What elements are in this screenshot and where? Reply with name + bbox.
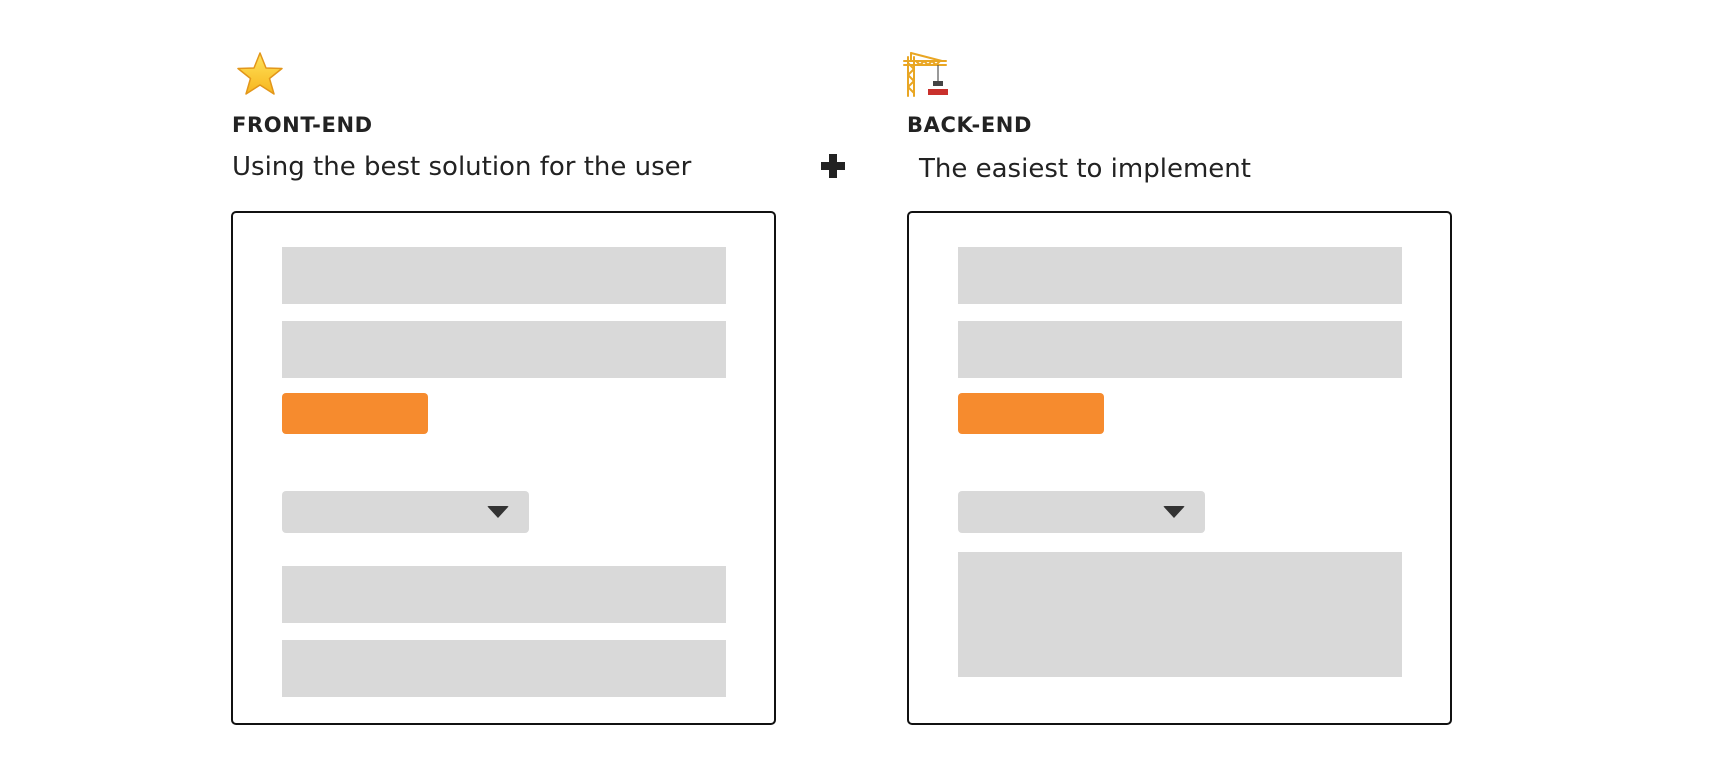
back-end-subtitle: The easiest to implement [919,154,1251,184]
chevron-down-icon [487,506,509,518]
front-end-subtitle: Using the best solution for the user [232,152,692,182]
input-field[interactable] [958,247,1402,304]
input-field[interactable] [282,640,726,697]
front-end-form-panel [231,211,776,725]
textarea-field[interactable] [958,552,1402,677]
dropdown-select[interactable] [958,491,1205,533]
input-field[interactable] [958,321,1402,378]
construction-crane-icon [903,52,948,97]
input-field[interactable] [282,321,726,378]
input-field[interactable] [282,566,726,623]
back-end-heading: BACK-END [907,113,1032,137]
front-end-heading: FRONT-END [232,113,373,137]
submit-button[interactable] [958,393,1104,434]
input-field[interactable] [282,247,726,304]
star-icon [237,52,283,95]
chevron-down-icon [1163,506,1185,518]
plus-icon [819,152,847,180]
back-end-form-panel [907,211,1452,725]
dropdown-select[interactable] [282,491,529,533]
submit-button[interactable] [282,393,428,434]
